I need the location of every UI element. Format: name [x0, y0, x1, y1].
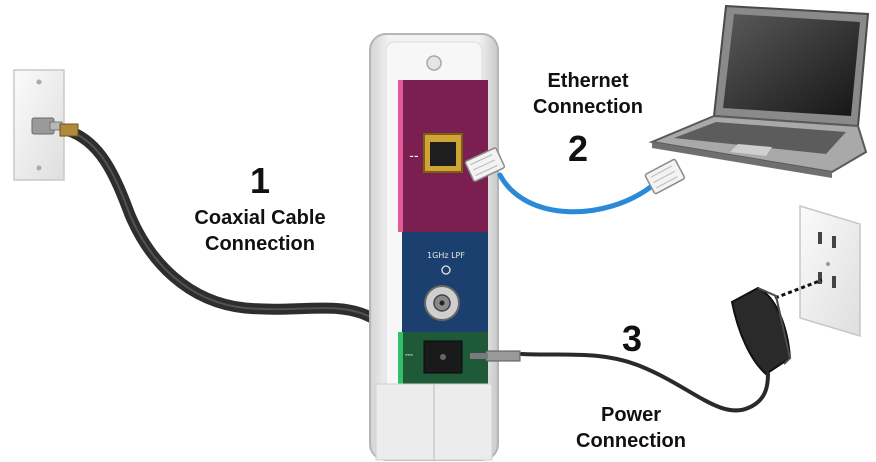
power-adapter [730, 286, 792, 376]
step-1-caption-line1: Coaxial Cable [194, 207, 326, 229]
step-1-caption: Coaxial Cable Connection [170, 205, 350, 257]
reset-button [426, 55, 442, 71]
ethernet-plug-modem [464, 147, 506, 182]
step-2-caption: Ethernet Connection [508, 68, 668, 120]
step-1-caption-line2: Connection [205, 233, 315, 255]
power-plug [485, 350, 521, 362]
cable-modem: ⚋ 1GHz LPF ⎓ [369, 33, 499, 461]
step-1-number: 1 [249, 160, 271, 201]
coax-wall-plate [13, 69, 65, 181]
ethernet-cable [497, 172, 655, 215]
laptop [648, 4, 870, 178]
ethernet-plug-laptop [644, 158, 686, 195]
step-3-number: 3 [621, 318, 643, 359]
adapter-prong-path [774, 278, 823, 300]
step-3-caption: Power Connection [556, 402, 706, 454]
dc-power-icon: ⎓ [405, 350, 413, 361]
coax-port-label: 1GHz LPF [427, 251, 465, 260]
step-3-caption-line1: Power [600, 404, 662, 426]
step-2-number: 2 [567, 128, 589, 169]
step-3-caption-line2: Connection [576, 430, 686, 452]
coax-indicator-icon [441, 265, 451, 275]
step-2-caption-line1: Ethernet [547, 70, 629, 92]
power-outlet [799, 204, 861, 338]
coax-connector-wall [59, 123, 79, 137]
network-icon: ⚋ [409, 147, 419, 160]
power-cable [520, 352, 770, 413]
step-2-caption-line2: Connection [533, 96, 643, 118]
